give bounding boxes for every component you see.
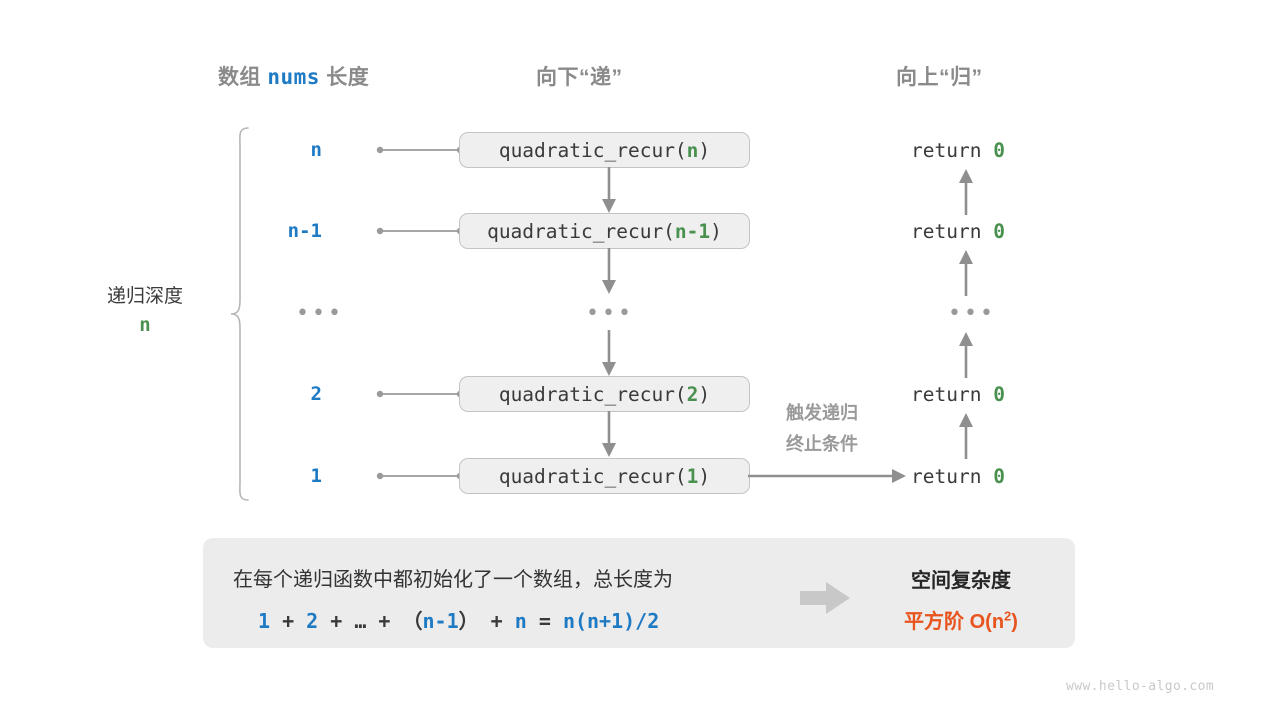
- return-label-1: return 0: [911, 220, 1005, 243]
- return-label-3-value: 0: [993, 383, 1005, 406]
- header-ascend: 向上“归”: [896, 66, 983, 89]
- trigger-note-line1: 触发递归: [786, 403, 858, 423]
- formula-op-4: =: [526, 609, 563, 633]
- recursion-depth-label: 递归深度 n: [62, 282, 228, 341]
- ascend-arrow-2-icon: [959, 332, 973, 378]
- depth-label-0: n: [310, 139, 322, 161]
- call-box-3-prefix: quadratic_recur(: [498, 382, 687, 406]
- summary-formula: 1 + 2 + … + （n-1） + n = n(n+1)/2: [258, 605, 659, 634]
- call-box-3-suffix: ): [698, 382, 711, 406]
- call-box-4[interactable]: quadratic_recur(1): [459, 458, 750, 494]
- return-label-0-text: return: [911, 139, 994, 162]
- descend-arrow-2-icon: [602, 330, 616, 376]
- connector-line-3: [376, 390, 464, 398]
- connector-line-1: [376, 227, 464, 235]
- formula-op-1: +: [270, 609, 307, 633]
- call-box-0-prefix: quadratic_recur(: [498, 138, 687, 162]
- trigger-note: 触发递归 终止条件: [762, 398, 882, 459]
- formula-term-2: 2: [306, 609, 319, 633]
- header-descend: 向下“递”: [536, 66, 623, 89]
- complexity-value-exponent: 2: [1004, 608, 1012, 624]
- connector-line-4: [376, 472, 464, 480]
- formula-term-5: n(n+1)/2: [562, 609, 660, 633]
- connector-line-0: [376, 146, 464, 154]
- base-case-arrow-icon: [748, 469, 906, 483]
- return-label-4-value: 0: [993, 465, 1005, 488]
- call-box-0-arg: n: [686, 138, 699, 162]
- complexity-value-tail: ): [1011, 611, 1018, 633]
- recursion-depth-text: 递归深度: [106, 286, 183, 307]
- descend-arrow-3-icon: [602, 411, 616, 457]
- formula-term-3: n-1: [422, 609, 459, 633]
- header-array-prefix: 数组: [218, 66, 268, 89]
- result-arrow-icon: [800, 582, 850, 614]
- call-box-4-prefix: quadratic_recur(: [498, 464, 687, 488]
- depth-label-4: 1: [310, 465, 322, 487]
- trigger-note-line2: 终止条件: [786, 433, 858, 454]
- call-box-0-suffix: ): [698, 138, 711, 162]
- ascend-arrow-1-icon: [959, 250, 973, 296]
- ascend-arrow-0-icon: [959, 169, 973, 215]
- call-box-3-arg: 2: [686, 382, 699, 406]
- call-box-1[interactable]: quadratic_recur(n-1): [459, 213, 750, 249]
- complexity-value-text: 平方阶 O(n: [904, 611, 1005, 633]
- depth-label-ellipsis: •••: [296, 301, 344, 326]
- return-label-4-text: return: [911, 465, 994, 488]
- call-box-1-prefix: quadratic_recur(: [487, 219, 675, 243]
- call-box-3[interactable]: quadratic_recur(2): [459, 376, 750, 412]
- header-array-suffix: 长度: [319, 66, 370, 89]
- depth-label-1: n-1: [287, 220, 322, 242]
- descend-arrow-1-icon: [602, 248, 616, 294]
- return-label-0-value: 0: [993, 139, 1005, 162]
- call-box-4-arg: 1: [686, 464, 699, 488]
- return-label-0: return 0: [911, 139, 1005, 162]
- call-box-ellipsis: •••: [586, 301, 634, 326]
- complexity-value: 平方阶 O(n2): [866, 605, 1056, 634]
- watermark: www.hello-algo.com: [1066, 679, 1215, 694]
- return-label-1-text: return: [911, 220, 994, 243]
- summary-description: 在每个递归函数中都初始化了一个数组，总长度为: [233, 569, 673, 591]
- header-array-length: 数组 nums 长度: [218, 61, 369, 91]
- header-array-code: nums: [267, 65, 320, 89]
- depth-label-3: 2: [310, 383, 322, 405]
- return-label-3-text: return: [911, 383, 994, 406]
- summary-panel: [203, 538, 1075, 648]
- formula-term-4: n: [514, 609, 527, 633]
- call-box-1-suffix: ): [710, 219, 722, 243]
- formula-op-3: ） +: [458, 609, 515, 633]
- return-label-3: return 0: [911, 383, 1005, 406]
- formula-term-1: 1: [258, 609, 271, 633]
- formula-op-2: + … + （: [318, 609, 423, 633]
- return-label-4: return 0: [911, 465, 1005, 488]
- complexity-title: 空间复杂度: [911, 570, 1011, 592]
- recursion-depth-value: n: [139, 314, 151, 337]
- descend-arrow-0-icon: [602, 167, 616, 213]
- call-box-0[interactable]: quadratic_recur(n): [459, 132, 750, 168]
- return-label-1-value: 0: [993, 220, 1005, 243]
- call-box-4-suffix: ): [698, 464, 711, 488]
- depth-brace-icon: [230, 127, 249, 501]
- ascend-arrow-3-icon: [959, 413, 973, 459]
- call-box-1-arg: n-1: [674, 219, 711, 243]
- return-label-ellipsis: •••: [948, 301, 996, 326]
